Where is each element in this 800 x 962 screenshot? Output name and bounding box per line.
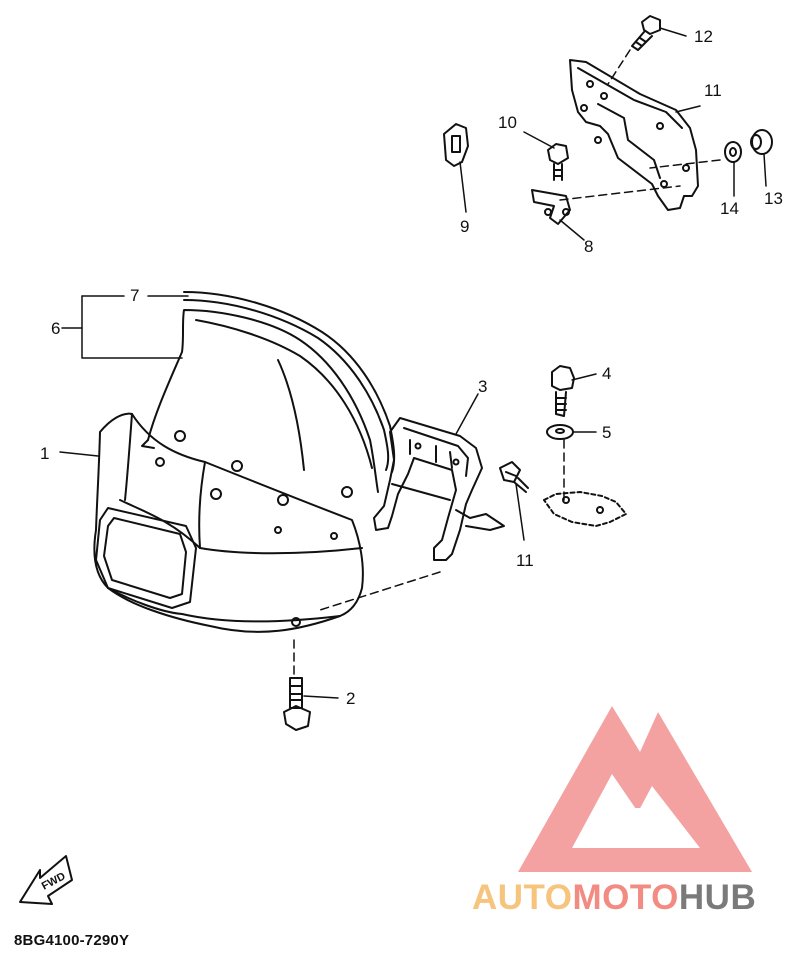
screw-2 (283, 677, 311, 731)
screw-12 (631, 15, 661, 51)
washer-5 (546, 424, 574, 440)
bracket-8 (531, 189, 571, 225)
leader-lines (59, 27, 767, 699)
brand-part-auto: AUTO (472, 878, 573, 917)
watermark-brand: AUTOMOTOHUB (472, 878, 756, 918)
bolt-4 (551, 365, 575, 417)
callout-8: 8 (584, 237, 593, 256)
brand-part-hub: HUB (678, 878, 757, 917)
callout-7: 7 (130, 286, 139, 305)
brand-part-moto: MOTO (572, 878, 679, 917)
collar-14 (724, 141, 742, 163)
nut-13 (750, 129, 773, 155)
forward-arrow-icon (19, 855, 73, 905)
callout-10: 10 (498, 113, 517, 132)
watermark-logo-icon (518, 706, 752, 872)
bracket-11-upper (569, 59, 699, 211)
cowl-bracket (373, 417, 505, 561)
callout-3: 3 (478, 377, 487, 396)
callout-2: 2 (346, 689, 355, 708)
callout-5: 5 (602, 423, 611, 442)
callout-14: 14 (720, 199, 739, 218)
callout-12: 12 (694, 27, 713, 46)
bolt-10 (547, 143, 569, 181)
callout-labels: 1 2 3 4 5 6 7 8 9 10 11 11 12 13 14 (40, 27, 783, 708)
mount-plate (543, 491, 627, 527)
callout-4: 4 (602, 364, 611, 383)
clip-9 (443, 123, 469, 167)
callout-11-upper: 11 (704, 81, 722, 100)
bolt-11-lower (499, 461, 529, 493)
callout-11-lower: 11 (516, 551, 534, 570)
callout-1: 1 (40, 444, 49, 463)
callout-9: 9 (460, 217, 469, 236)
assembly-lines (293, 49, 721, 677)
part-code: 8BG4100-7290Y (14, 932, 130, 949)
cowl-body (93, 412, 364, 633)
windscreen (141, 291, 396, 493)
callout-6: 6 (51, 319, 60, 338)
callout-13: 13 (764, 189, 783, 208)
